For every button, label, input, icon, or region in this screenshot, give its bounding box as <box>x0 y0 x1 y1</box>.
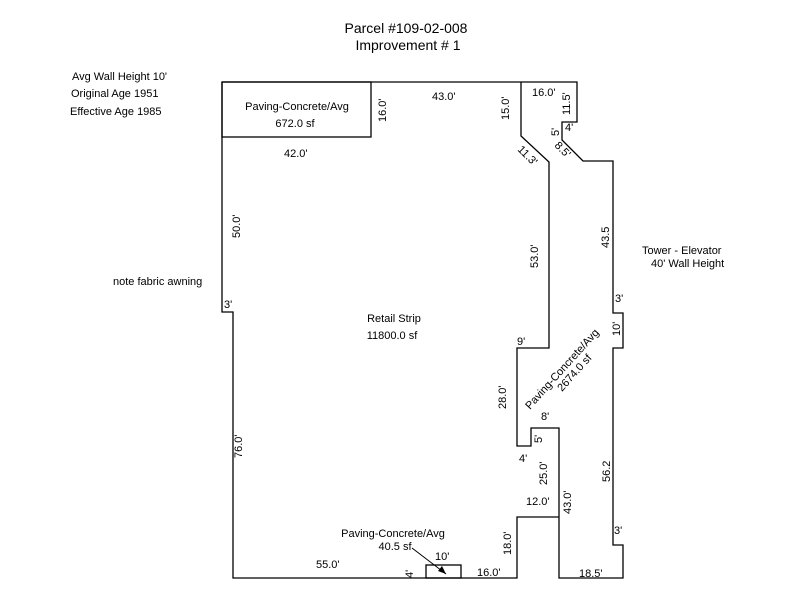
dim: 5' <box>550 128 562 136</box>
note-wall-height: Avg Wall Height 10' <box>72 71 167 83</box>
title-line1: Parcel #109-02-008 <box>345 20 468 36</box>
dim: 28.0' <box>497 385 509 409</box>
note-effective-age: Effective Age 1985 <box>70 106 162 118</box>
dim: 18.5' <box>579 568 603 580</box>
dim: 25.0' <box>538 461 550 485</box>
dim: 16.0' <box>477 567 501 579</box>
dim: 3' <box>614 525 622 537</box>
note-tower-1: Tower - Elevator <box>642 245 722 257</box>
note-tower-2: 40' Wall Height <box>651 258 724 270</box>
dim: 12.0' <box>526 496 550 508</box>
dim: 10' <box>611 322 623 336</box>
note-awning: note fabric awning <box>113 276 202 288</box>
dim: 4' <box>404 570 416 578</box>
dim: 5' <box>533 435 545 443</box>
outline-main <box>222 81 624 579</box>
dim: 4' <box>519 453 527 465</box>
dim: 55.0' <box>316 559 340 571</box>
dim: 8' <box>541 411 549 423</box>
dim: 18.0' <box>502 531 514 555</box>
dim: 50.0' <box>231 214 243 238</box>
dim: 76.0' <box>233 434 245 458</box>
title-line2: Improvement # 1 <box>355 37 460 53</box>
dim: 4' <box>565 122 573 134</box>
dim: 56.2 <box>601 461 613 482</box>
arrow-head <box>438 566 446 574</box>
paving-small-box <box>425 564 462 579</box>
dim: 3' <box>615 293 623 305</box>
area-paving-top-label: Paving-Concrete/Avg <box>245 101 349 113</box>
area-paving-small-sf: 40.5 sf <box>378 541 412 553</box>
outline-left-bottom <box>221 82 559 579</box>
dim: 42.0' <box>284 148 308 160</box>
dim: 11.5' <box>561 92 573 115</box>
note-original-age: Original Age 1951 <box>71 88 158 100</box>
dim: 8.5' <box>552 140 573 161</box>
dim: 11.3' <box>515 144 540 169</box>
dim: 3' <box>224 299 232 311</box>
dim: 53.0' <box>529 244 541 268</box>
area-paving-top-sf: 672.0 sf <box>275 118 315 130</box>
area-paving-small-label: Paving-Concrete/Avg <box>341 528 445 540</box>
dim: 15.0' <box>500 96 512 120</box>
dim: 16.0' <box>532 87 556 99</box>
dim: 43.0' <box>562 490 574 514</box>
dim: 16.0' <box>377 98 389 122</box>
dim: 10' <box>435 551 449 563</box>
area-retail-label: Retail Strip <box>367 313 421 325</box>
area-paving-right-label: Paving-Concrete/Avg <box>523 327 601 412</box>
dim: 43.0' <box>432 91 456 103</box>
dim: 9' <box>517 336 525 348</box>
area-retail-sf: 11800.0 sf <box>367 330 419 342</box>
paving-top-box <box>221 81 372 138</box>
dim: 43.5 <box>600 227 612 248</box>
